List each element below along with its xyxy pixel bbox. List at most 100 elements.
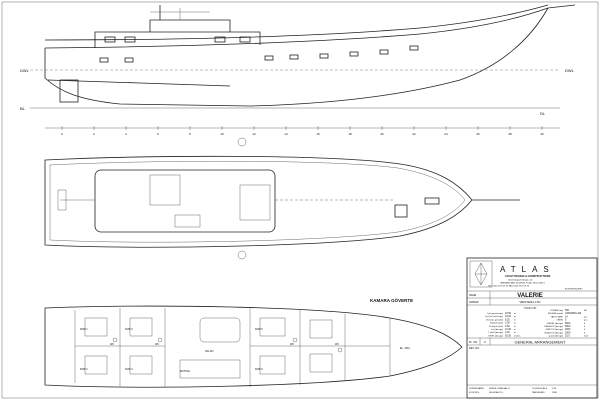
company-name: ATLAS <box>500 265 555 274</box>
spec-value: 92,00 <box>505 334 512 337</box>
address-line: TEL: 0252 XXX XX XX FAX: 0252 XXX XX XX <box>488 285 530 288</box>
flybridge <box>149 19 231 32</box>
spec-label: CREW <box>556 320 564 322</box>
cabin-label: KMR 4 <box>125 368 133 371</box>
spec-label: YAKIT TANK <box>551 315 564 318</box>
spec-value: 2,50 <box>505 325 510 328</box>
spec-value: 23,50 <box>505 312 512 315</box>
rudder <box>59 79 79 103</box>
station-number: 6 <box>157 132 159 136</box>
spec-value: 14 <box>565 315 568 318</box>
rev-no-label: REV. NO. <box>469 347 480 350</box>
cabin-label: MUTFAK <box>180 370 190 373</box>
station-number: 22 <box>412 132 416 136</box>
name-label: NAME <box>469 294 477 297</box>
spec-value: 8000 <box>565 322 571 325</box>
spec-label: DISPL (design) <box>488 335 503 337</box>
spec-unit: knot <box>584 335 589 338</box>
cabin-label: KMR 6 <box>255 368 263 371</box>
spec-unit: tonnes <box>514 334 521 337</box>
spec-unit: m <box>514 316 516 318</box>
owner-name: WESTERA LTD <box>520 300 542 304</box>
footer-label: KONTROL <box>469 392 480 394</box>
cabin-label: WC <box>155 343 159 346</box>
spec-label: B (maks genişlik) <box>486 319 503 321</box>
owner-label: OWNER <box>469 301 479 304</box>
station-number: 8 <box>189 132 191 136</box>
deckhouse-plan <box>94 169 276 233</box>
spec-label: BLACK W (design) <box>545 331 564 334</box>
footer-label: ÖLÇEK/SCALE <box>532 387 548 390</box>
cabin-label: WC <box>335 343 339 346</box>
cabin-label: KMR 5 <box>255 328 263 331</box>
hull-outline <box>44 7 549 107</box>
footer-value: SEFER ÖZAN BALCI <box>489 387 510 390</box>
dl-label: DL <box>540 111 546 116</box>
station-number: 30 <box>540 132 544 136</box>
spec-label: GREY W (design) <box>546 329 564 331</box>
company-subtitle: YACHT DESIGN & CONSTRUCTIONS <box>505 274 551 278</box>
plan-no-label: PL. NO. <box>469 341 478 344</box>
spec-unit: pcs <box>584 320 588 322</box>
spec-unit: m <box>514 332 516 334</box>
main-deck-plan <box>44 155 520 260</box>
logo-diamond-icon <box>474 262 488 286</box>
bulwark-rail <box>44 4 549 41</box>
cabin-label: KMR 2 <box>80 368 88 371</box>
spec-label: Loa (gemi boyu) <box>487 313 503 315</box>
spec-value: 3,00 <box>505 322 510 325</box>
spec-unit: lt <box>584 325 585 328</box>
spec-label: Lwl (design) <box>491 329 503 331</box>
bowsprit <box>547 4 576 9</box>
station-number: 0 <box>61 132 63 136</box>
station-number: 14 <box>284 132 288 136</box>
station-number: 24 <box>444 132 448 136</box>
spec-unit: m <box>514 319 516 321</box>
spec-unit: m <box>514 313 516 315</box>
spec-label: POWER (hp) <box>550 310 563 312</box>
footer-value: 2008 <box>552 392 558 394</box>
spec-unit: m <box>514 326 516 328</box>
spec-unit: HP <box>584 310 588 312</box>
dwl-label-right: DWL <box>565 68 575 73</box>
footer-label: TARİH/DATE <box>532 391 545 394</box>
footer-value: SELIM AKYOL <box>489 391 504 394</box>
spec-value: CATERPILLAR <box>565 312 581 315</box>
station-number: 2 <box>93 132 95 136</box>
drawing-title: GENERAL ARRANGEMENT <box>515 340 567 345</box>
station-number: 16 <box>316 132 320 136</box>
spec-label: speed (design) <box>549 336 564 338</box>
station-number: 20 <box>380 132 384 136</box>
spec-value: 550 <box>565 309 570 312</box>
plan-no: 2 <box>484 340 486 344</box>
lower-deck-title: KAMARA GÖVERTE <box>370 297 413 303</box>
spec-label: H₁ depth (kuıl) <box>489 325 503 328</box>
sheer-line <box>44 7 549 49</box>
spec-value: 8000 <box>565 325 571 328</box>
cabin-label: WC <box>290 343 294 346</box>
yard-name: YILKIN YAT <box>523 307 537 310</box>
address-line: BODRUM/TURKEY <box>565 289 583 291</box>
section-marker <box>237 137 247 147</box>
vessel-name: VALERIE <box>517 293 543 299</box>
spec-label: DIESEL (design) <box>547 323 563 325</box>
deck-outline <box>44 155 473 248</box>
spec-label: Lwl (su hattı boyu) <box>485 315 503 318</box>
spec-unit: m <box>514 329 516 331</box>
spec-label: FRESH W (design) <box>544 326 563 328</box>
spec-unit: lt <box>584 328 585 331</box>
keel-line <box>47 79 231 87</box>
cabin-label: KMR 1 <box>80 328 88 331</box>
deckhouse <box>94 31 261 48</box>
bl-label: BL <box>20 106 26 111</box>
spec-value: 6,20 <box>505 318 510 321</box>
station-number: 10 <box>220 132 224 136</box>
address-line: info@atlasyachtdesign.com <box>508 279 533 282</box>
spec-label: ENGINE model <box>548 313 563 315</box>
